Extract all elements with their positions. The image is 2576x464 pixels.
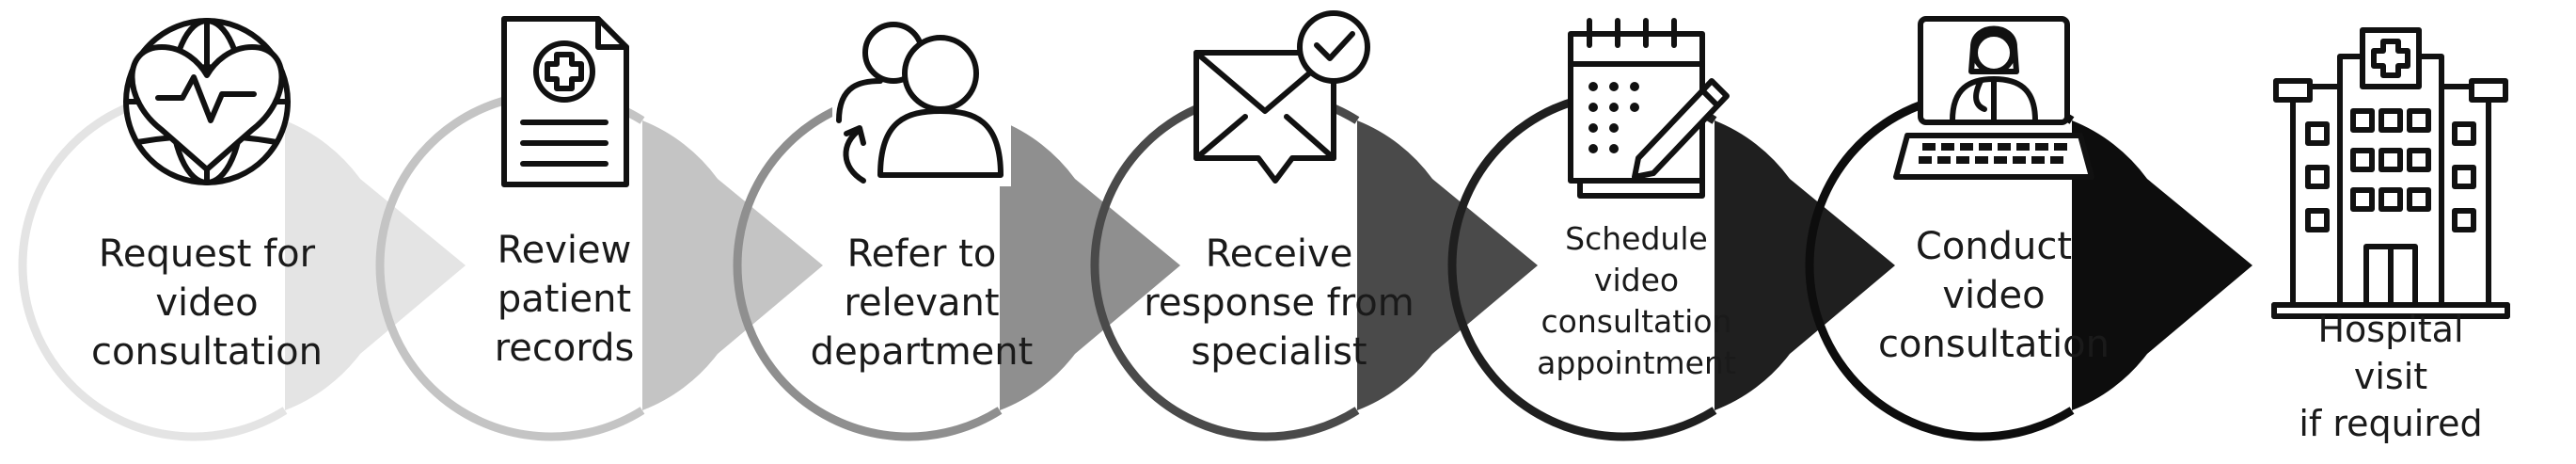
- medical-record-icon: [501, 16, 629, 187]
- step-3-label: Refer to relevant department: [810, 232, 1034, 374]
- step-6-arrow: [2072, 120, 2252, 410]
- step-4-arrow: [1357, 120, 1538, 410]
- step-1-arrow: [285, 120, 466, 410]
- step-4-label: Receive response from specialist: [1144, 232, 1414, 374]
- step-6-label: Conduct video consultation: [1878, 225, 2110, 366]
- step-3-arrow: [1000, 120, 1180, 410]
- step-5-arrow: [1715, 120, 1895, 410]
- envelope-check-icon: [1193, 10, 1370, 184]
- step-2-label: Review patient records: [494, 229, 635, 370]
- final-step-label: Hospital visit if required: [2299, 309, 2483, 444]
- hospital-building-icon: [2271, 27, 2510, 319]
- calendar-pen-icon: [1568, 18, 1730, 199]
- laptop-doctor-icon: [1893, 16, 2094, 180]
- step-1-label: Request for video consultation: [91, 232, 323, 374]
- step-2-arrow: [642, 120, 823, 410]
- globe-heart-icon: [123, 18, 291, 185]
- refer-people-icon: [832, 12, 1011, 186]
- step-5-label: Schedule video consultation appointment: [1537, 220, 1736, 381]
